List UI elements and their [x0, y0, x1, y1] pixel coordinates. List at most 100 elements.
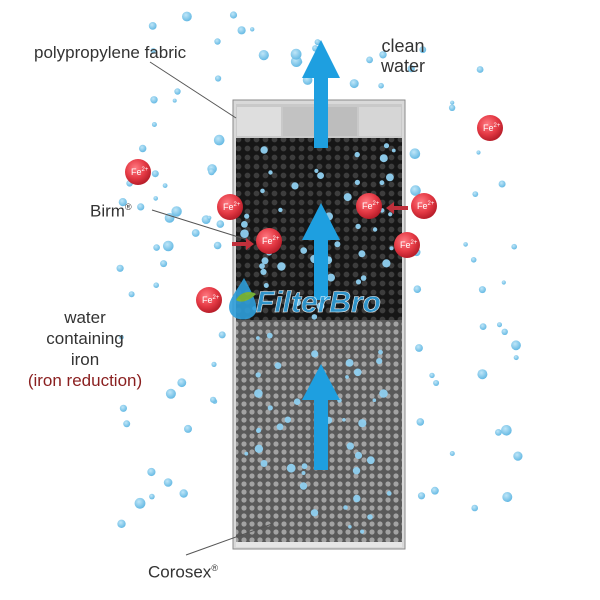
water-bubble: [417, 492, 426, 500]
water-bubble: [311, 350, 319, 358]
water-bubble: [419, 46, 427, 54]
water-bubble: [502, 492, 513, 502]
water-bubble: [148, 22, 157, 30]
water-bubble: [498, 180, 506, 188]
water-bubble: [391, 148, 396, 153]
label-clean-water: clean water: [368, 36, 438, 76]
water-bubble: [327, 273, 335, 282]
water-bubble: [501, 280, 506, 285]
water-bubble: [165, 388, 176, 399]
water-bubble: [479, 323, 487, 330]
water-bubble: [378, 82, 384, 89]
water-bubble: [119, 404, 127, 412]
iron-ion: Fe2+: [356, 193, 382, 219]
water-bubble: [191, 229, 200, 237]
iron-ion: Fe2+: [196, 287, 222, 313]
water-bubble: [164, 213, 175, 223]
water-bubble: [376, 358, 383, 365]
iron-ion-label: Fe2+: [400, 240, 418, 250]
water-bubble: [386, 491, 392, 496]
water-bubble: [372, 227, 378, 232]
water-bubble: [513, 451, 523, 461]
water-bubble: [299, 482, 308, 490]
iron-ion-ball: [125, 159, 151, 185]
water-bubble: [171, 206, 182, 217]
label-clean: clean: [381, 36, 425, 56]
iron-ion-label: Fe2+: [262, 236, 280, 246]
water-bubble: [117, 519, 126, 528]
iron-ion-charge: 2+: [411, 240, 418, 246]
water-bubble: [147, 467, 156, 477]
water-bubble: [501, 328, 508, 335]
water-bubble: [256, 336, 260, 340]
water-bubble: [334, 241, 341, 248]
water-bubble: [179, 489, 188, 498]
water-bubble: [476, 66, 484, 73]
iron-ion: Fe2+: [125, 159, 151, 185]
birm-leader: [151, 209, 249, 241]
fabric-cell: [237, 107, 281, 136]
water-bubble: [241, 221, 248, 228]
water-bubble: [300, 247, 308, 254]
water-bubble: [261, 257, 269, 265]
water-bubble: [366, 56, 373, 64]
water-bubble: [478, 286, 486, 294]
water-bubble: [151, 170, 159, 178]
iron-ion-charge: 2+: [373, 201, 380, 207]
water-bubbles-inside: [240, 143, 396, 534]
water-bubble: [343, 193, 352, 202]
water-bubble: [346, 442, 354, 450]
water-bubble: [237, 26, 246, 35]
water-bubble: [213, 134, 225, 146]
water-bubble: [134, 497, 146, 509]
water-bubble: [410, 185, 421, 196]
water-bubble: [378, 349, 383, 355]
water-bubble: [150, 96, 158, 104]
water-bubble: [495, 429, 502, 436]
iron-ion-charge: 2+: [273, 236, 280, 242]
water-bubble: [250, 27, 255, 32]
flow-arrows: [302, 40, 340, 470]
water-bubble: [211, 361, 217, 367]
iron-ion-charge: 2+: [234, 202, 241, 208]
leader-lines: [149, 61, 273, 556]
water-bubble: [260, 146, 268, 154]
water-bubble: [267, 405, 273, 411]
water-bubble: [210, 396, 217, 403]
water-bubble: [354, 179, 360, 185]
water-bubble: [314, 39, 321, 46]
flow-arrow-middle: [302, 203, 340, 300]
water-bubble: [182, 11, 192, 22]
water-bubble: [153, 282, 159, 289]
iron-ion-ball: [411, 193, 437, 219]
water-bubble: [379, 51, 387, 59]
label-containing: containing: [46, 329, 124, 348]
water-bubble: [258, 50, 269, 61]
water-bubble: [389, 246, 394, 251]
water-bubble: [256, 427, 262, 433]
water-bubble: [123, 420, 131, 428]
water-bubble: [358, 250, 366, 258]
ion-pointer-arrow: [386, 202, 408, 214]
watermark-text: FilterBro: [256, 286, 381, 319]
water-bubble: [290, 48, 302, 60]
water-bubble: [352, 467, 361, 475]
water-bubble: [349, 79, 359, 89]
water-bubble: [229, 11, 238, 19]
water-bubble: [293, 398, 301, 406]
water-bubble: [284, 416, 291, 423]
water-bubble: [274, 362, 282, 369]
water-bubble: [216, 220, 225, 228]
water-bubble: [513, 355, 519, 361]
water-bubble: [360, 275, 367, 281]
water-bubble: [277, 262, 286, 271]
water-bubble: [316, 302, 325, 311]
water-bubble: [355, 223, 361, 230]
water-bubble: [153, 196, 158, 201]
water-bubble: [128, 291, 135, 298]
water-bubble: [386, 173, 394, 182]
label-polypropylene-fabric: polypropylene fabric: [34, 43, 187, 62]
iron-ions: Fe2+Fe2+Fe2+Fe2+Fe2+Fe2+Fe2+Fe2+: [125, 115, 503, 313]
iron-ion-ball: [477, 115, 503, 141]
